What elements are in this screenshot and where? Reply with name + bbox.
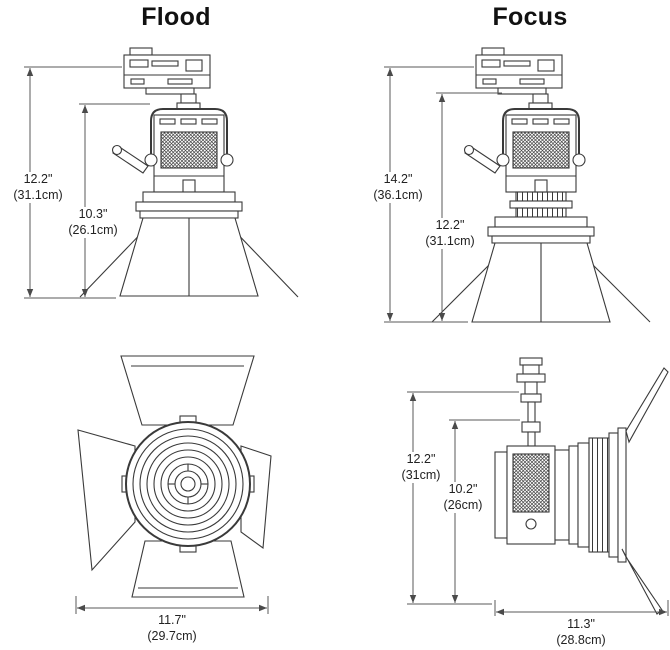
focus-overall-height-cm: (36.1cm) — [373, 187, 423, 202]
side-body-height-cm: (26cm) — [443, 497, 483, 512]
side-body-height-label: 10.2" (26cm) — [433, 482, 493, 514]
focus-overall-height-inches: 14.2" — [383, 172, 413, 186]
focus-barn-doors — [431, 242, 651, 323]
side-lens-barrel — [568, 427, 627, 563]
front-barn-door-top — [120, 355, 255, 426]
focus-title: Focus — [492, 3, 568, 31]
flood-title: Flood — [141, 3, 211, 31]
focus-fixture-drawing — [431, 47, 651, 323]
focus-extended-barrel — [509, 191, 573, 218]
front-width-inches: 11.7" — [158, 613, 186, 627]
side-overall-height-inches: 12.2" — [406, 452, 436, 466]
focus-handle — [463, 144, 501, 174]
flood-track-adapter — [123, 47, 211, 110]
flood-body-height-inches: 10.3" — [78, 207, 108, 221]
flood-fixture-drawing — [79, 47, 299, 298]
side-body-height-inches: 10.2" — [448, 482, 478, 496]
front-width-cm: (29.7cm) — [147, 628, 197, 643]
flood-barn-doors — [79, 217, 299, 298]
front-fresnel-lens — [121, 415, 255, 553]
front-view-drawing — [77, 355, 272, 598]
side-overall-height-label: 12.2" (31cm) — [391, 452, 451, 484]
focus-overall-height-label: 14.2" (36.1cm) — [368, 172, 428, 204]
focus-body-height-label: 12.2" (31.1cm) — [420, 218, 480, 250]
flood-body-height-label: 10.3" (26.1cm) — [63, 207, 123, 239]
front-barn-door-left — [77, 429, 136, 572]
flood-lens-holder — [135, 191, 243, 219]
focus-track-adapter — [475, 47, 563, 110]
flood-yoke — [150, 108, 228, 160]
side-overall-height-cm: (31cm) — [401, 467, 441, 482]
flood-body — [144, 114, 234, 193]
focus-yoke — [502, 108, 580, 160]
focus-lens-holder — [487, 216, 595, 244]
side-body — [494, 445, 570, 545]
flood-overall-height-cm: (31.1cm) — [13, 187, 63, 202]
flood-handle — [111, 144, 149, 174]
side-view-drawing — [494, 357, 669, 615]
side-barn-doors — [621, 367, 669, 615]
flood-overall-height-inches: 12.2" — [23, 172, 53, 186]
flood-overall-height-label: 12.2" (31.1cm) — [8, 172, 68, 204]
side-depth-cm: (28.8cm) — [556, 632, 606, 647]
focus-body — [496, 114, 586, 193]
focus-body-height-cm: (31.1cm) — [425, 233, 475, 248]
front-width-label: 11.7" (29.7cm) — [122, 613, 222, 644]
side-depth-inches: 11.3" — [567, 617, 595, 631]
flood-body-height-cm: (26.1cm) — [68, 222, 118, 237]
side-track-adapter — [516, 357, 546, 447]
focus-body-height-inches: 12.2" — [435, 218, 465, 232]
side-depth-label: 11.3" (28.8cm) — [531, 617, 631, 648]
front-dimension-lines — [75, 596, 269, 614]
